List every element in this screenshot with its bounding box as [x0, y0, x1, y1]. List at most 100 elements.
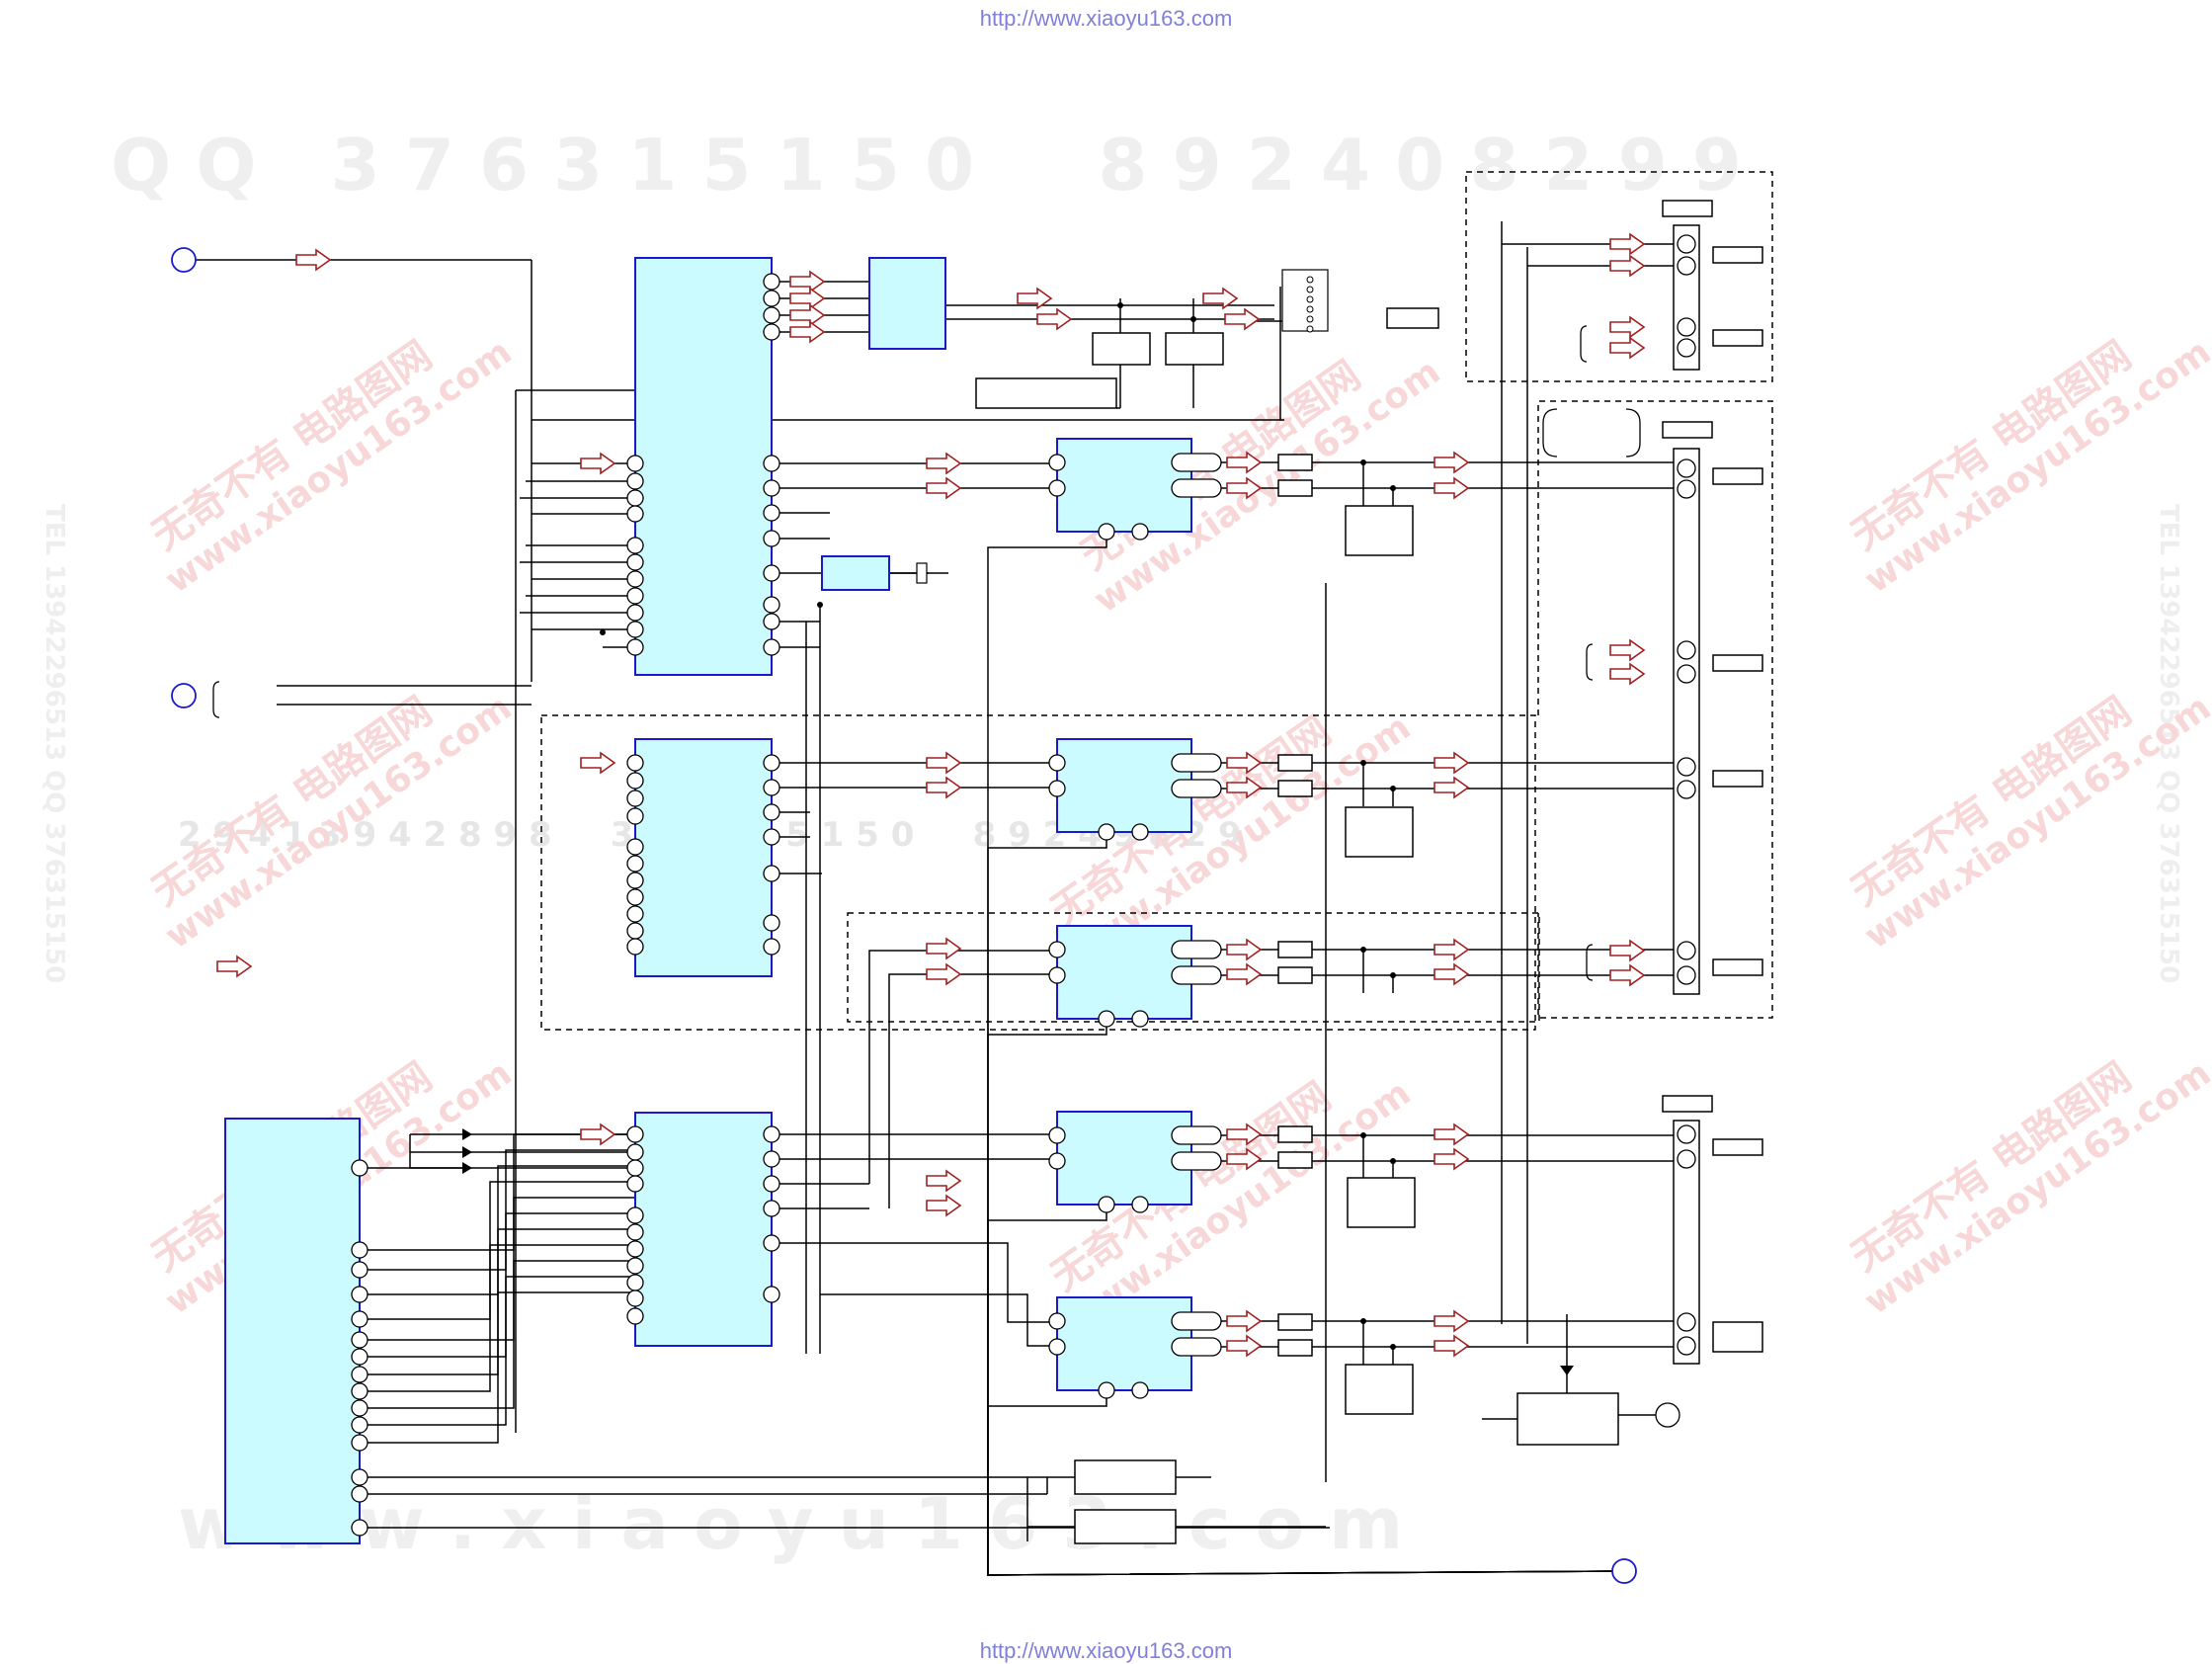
signal-arrow	[926, 937, 962, 960]
pin	[763, 1150, 780, 1168]
ground-symbol	[1655, 1402, 1680, 1428]
pin	[351, 1310, 369, 1328]
jack-label	[1712, 467, 1763, 485]
signal-arrow	[1434, 451, 1470, 474]
signal-arrow	[1226, 451, 1263, 474]
pin	[626, 1223, 644, 1241]
jack-pin	[1306, 325, 1314, 333]
signal-arrow	[1609, 963, 1646, 987]
pin	[1677, 458, 1696, 478]
pin	[626, 587, 644, 605]
pin	[626, 872, 644, 889]
resistor	[1277, 780, 1313, 797]
ic-block	[224, 1118, 361, 1544]
pin	[763, 865, 780, 882]
pin	[626, 472, 644, 490]
wire	[888, 973, 1057, 1208]
signal-arrow	[295, 248, 332, 272]
pin	[626, 537, 644, 554]
jack-pin	[1306, 295, 1314, 303]
pin	[763, 638, 780, 656]
pin	[1098, 1010, 1115, 1028]
bracket	[1625, 408, 1641, 458]
pin	[626, 922, 644, 940]
signal-arrow	[926, 962, 962, 986]
wire	[360, 1244, 635, 1392]
pin	[626, 621, 644, 638]
pin	[351, 1434, 369, 1452]
pin	[763, 306, 780, 324]
component-box	[1165, 332, 1224, 366]
signal-arrow	[580, 1123, 616, 1146]
pin	[626, 790, 644, 807]
ic-block	[1056, 925, 1192, 1020]
junction-dot	[1390, 786, 1396, 791]
pin	[351, 1485, 369, 1503]
headphone-jack	[1281, 269, 1329, 332]
junction-dot	[1360, 760, 1366, 766]
pin	[763, 1286, 780, 1303]
power-box	[1345, 1364, 1414, 1415]
signal-arrow	[1609, 336, 1646, 360]
signal-arrow	[926, 1194, 962, 1217]
junction-dot	[1360, 1318, 1366, 1324]
pin	[351, 1399, 369, 1417]
pin	[1048, 754, 1066, 772]
junction-dot	[1360, 947, 1366, 953]
jack-label	[1712, 958, 1763, 976]
component-box	[1074, 1509, 1177, 1544]
pin	[351, 1382, 369, 1400]
signal-arrow	[1226, 1309, 1263, 1333]
signal-arrow	[1226, 1123, 1263, 1146]
board-outline	[847, 912, 1540, 1023]
signal-arrow	[1434, 1147, 1470, 1171]
signal-arrow	[1609, 939, 1646, 962]
pin	[626, 888, 644, 906]
power-box	[1345, 806, 1414, 858]
pin	[626, 505, 644, 523]
signal-arrow	[789, 303, 826, 327]
power-box	[1345, 505, 1414, 556]
signal-arrow	[1434, 1123, 1470, 1146]
wire	[772, 1242, 1057, 1323]
signal-arrow	[1609, 638, 1646, 662]
ic-block	[1056, 438, 1192, 533]
jack-pin	[1306, 305, 1314, 313]
diode	[462, 1146, 472, 1158]
pin	[626, 553, 644, 571]
pin	[1677, 1149, 1696, 1169]
pin	[1677, 664, 1696, 684]
pin	[1048, 780, 1066, 797]
pin	[1131, 823, 1149, 841]
header-url[interactable]: http://www.xiaoyu163.com	[979, 6, 1233, 31]
off-page-connector	[171, 683, 197, 708]
resistor	[1277, 454, 1313, 471]
signal-arrow	[1434, 751, 1470, 775]
signal-arrow	[789, 320, 826, 344]
footer-url[interactable]: http://www.xiaoyu163.com	[979, 1638, 1233, 1663]
signal-arrow	[1226, 1147, 1263, 1171]
pin	[626, 1290, 644, 1307]
signal-arrow	[1226, 776, 1263, 799]
bracket	[1586, 944, 1594, 981]
jack-label	[1712, 654, 1763, 672]
signal-arrow	[1434, 938, 1470, 961]
signal-arrow	[1609, 315, 1646, 339]
signal-arrow	[1226, 938, 1263, 961]
pin	[763, 323, 780, 341]
signal-arrow	[1226, 1334, 1263, 1358]
pin	[351, 1366, 369, 1383]
jack-label	[1712, 1138, 1763, 1156]
signal-arrow	[1434, 1334, 1470, 1358]
output-pin	[1171, 1337, 1222, 1357]
component-box	[1074, 1459, 1177, 1495]
pin	[763, 1175, 780, 1193]
output-connector-strip	[1673, 448, 1700, 995]
output-pin	[1171, 779, 1222, 798]
resistor	[1277, 754, 1313, 772]
jack-label	[1712, 246, 1763, 264]
pin	[763, 290, 780, 307]
pin	[1677, 780, 1696, 799]
pin	[1677, 757, 1696, 777]
pin	[1131, 1010, 1149, 1028]
